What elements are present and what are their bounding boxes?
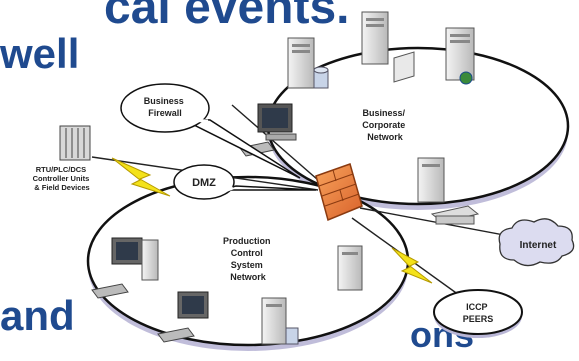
rtu-rack-icon: [59, 125, 91, 161]
printer-icon: [430, 205, 480, 225]
dmz-bubble: DMZ: [173, 164, 317, 200]
wireless-link-icon: [111, 157, 433, 284]
slide-text-line-2: well: [0, 30, 80, 77]
dmz-label: DMZ: [192, 177, 216, 189]
rtu-label: RTU/PLC/DCS Controller Units & Field Dev…: [33, 165, 92, 192]
slide-text-line-1: cal events.: [104, 0, 350, 34]
monitor-icon: [393, 51, 415, 83]
corporate-network-label: Business/ Corporate Network: [362, 108, 408, 142]
iccp-peers-node: ICCP PEERS: [433, 289, 523, 338]
workstation-icon: [239, 103, 297, 157]
firewall-icon: [315, 163, 363, 222]
workstation-icon: [91, 237, 159, 299]
server-icon: [445, 27, 475, 85]
internet-label: Internet: [520, 240, 557, 251]
business-firewall-label: Business Firewall: [144, 96, 187, 118]
server-icon: [417, 157, 445, 203]
production-network-label: Production Control System Network: [223, 236, 273, 282]
server-icon: [287, 37, 315, 89]
server-icon: [361, 11, 389, 65]
server-icon: [261, 297, 299, 345]
server-icon: [337, 245, 363, 291]
workstation-icon: [157, 291, 209, 343]
database-icon: [313, 66, 329, 89]
internet-cloud-icon: Internet: [498, 218, 575, 267]
iccp-label: ICCP PEERS: [463, 302, 494, 324]
business-firewall-bubble: Business Firewall: [120, 83, 301, 179]
slide-text-line-3: and: [0, 292, 75, 339]
